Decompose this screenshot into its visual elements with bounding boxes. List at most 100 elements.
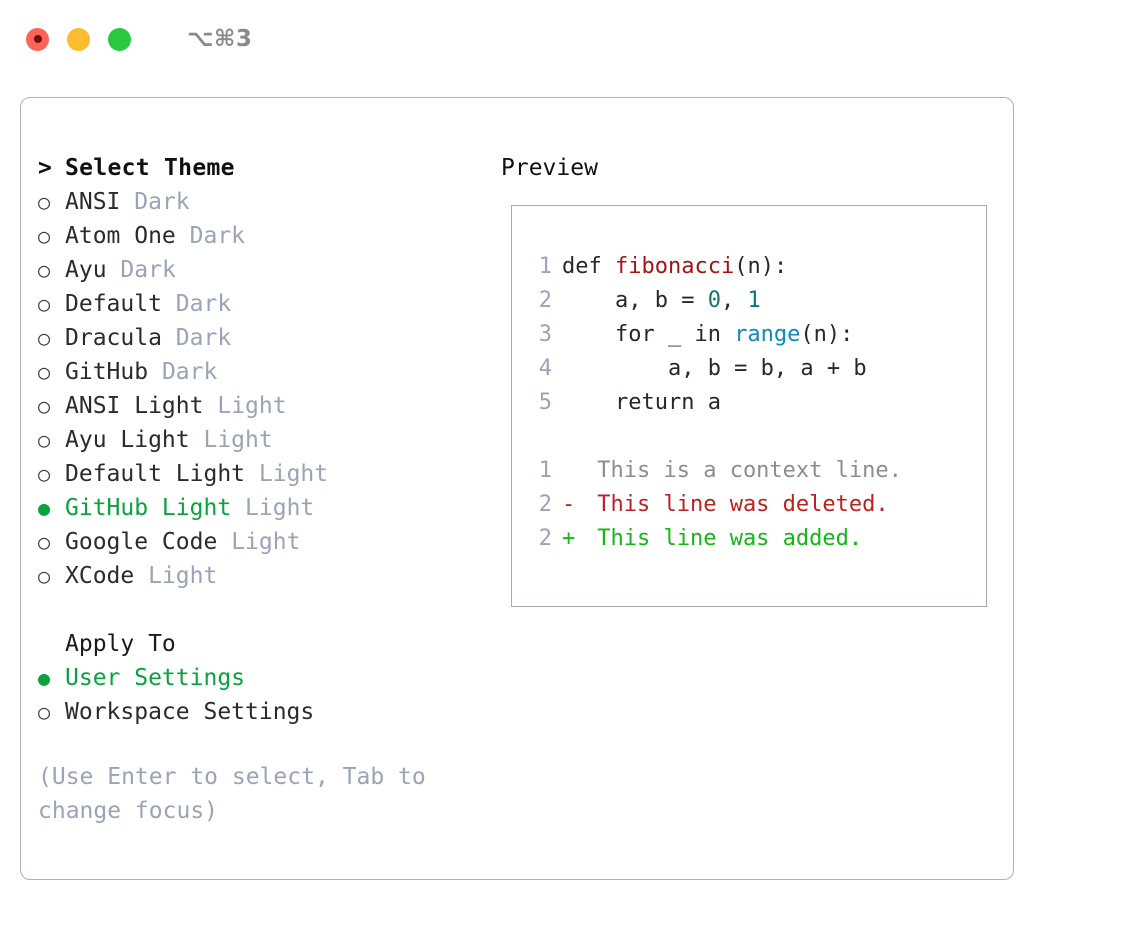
apply-to-title: Apply To [65, 631, 176, 657]
theme-gap [245, 457, 259, 491]
apply-to-indent: ○ [38, 627, 65, 661]
line-number: 1 [538, 254, 552, 279]
radio-unselected-icon[interactable]: ○ [38, 462, 51, 486]
code-diff-separator [530, 420, 978, 454]
theme-gap [203, 389, 217, 423]
list-spacer [38, 593, 488, 627]
line-number: 5 [538, 390, 552, 415]
code-token-fn: fibonacci [614, 254, 735, 279]
radio-selected-icon[interactable]: ● [38, 496, 51, 520]
theme-list-item[interactable]: ○ Ayu Dark [38, 253, 488, 287]
radio-unselected-icon[interactable]: ○ [38, 224, 51, 248]
theme-gap [148, 355, 162, 389]
code-token-plain: a, b = b, a + b [562, 356, 867, 381]
radio-unselected-icon[interactable]: ○ [38, 394, 51, 418]
code-line: 3 for _ in range(n): [530, 318, 978, 352]
window-titlebar: ⌥⌘3 [0, 0, 1140, 78]
keyboard-shortcut-label: ⌥⌘3 [187, 26, 253, 52]
preview-title: Preview [501, 155, 598, 181]
theme-gap [162, 321, 176, 355]
code-line: 2 a, b = 0, 1 [530, 284, 978, 318]
code-token-plain: (n): [734, 254, 788, 279]
apply-to-header: ○ Apply To [38, 627, 488, 661]
theme-list-item[interactable]: ○GitHub Dark [38, 355, 488, 389]
line-number: 3 [538, 322, 552, 347]
diff-line-number: 2 [538, 492, 552, 517]
maximize-button[interactable] [108, 27, 131, 51]
theme-variant-badge: Light [217, 393, 287, 419]
apply-to-option[interactable]: ● User Settings [38, 661, 488, 695]
caret-icon: > [38, 155, 52, 181]
code-token-kwfn: range [734, 322, 801, 347]
theme-list-item[interactable]: ○Ayu Light Light [38, 423, 488, 457]
main-panel: > Select Theme ○ANSI Dark○Atom One Dark○… [20, 97, 1014, 880]
diff-sign: + [562, 526, 576, 551]
radio-unselected-icon[interactable]: ○ [38, 530, 51, 554]
theme-list-item[interactable]: ○ Atom One Dark [38, 219, 488, 253]
theme-variant-badge: Dark [120, 257, 176, 283]
radio-unselected-icon[interactable]: ○ [38, 360, 51, 384]
code-line: 1 def fibonacci(n): [530, 250, 978, 284]
theme-name: ANSI [65, 189, 121, 215]
diff-sign [562, 454, 584, 488]
radio-unselected-icon[interactable]: ○ [38, 700, 51, 724]
theme-variant-badge: Dark [134, 189, 190, 215]
theme-list-item[interactable]: ○XCode Light [38, 559, 488, 593]
radio-selected-icon[interactable]: ● [38, 666, 51, 690]
radio-unselected-icon[interactable]: ○ [38, 428, 51, 452]
line-number: 2 [538, 288, 552, 313]
theme-variant-badge: Light [258, 461, 329, 487]
theme-variant-badge: Dark [189, 223, 246, 249]
radio-unselected-icon[interactable]: ○ [38, 326, 51, 350]
close-button[interactable] [26, 27, 49, 51]
theme-list-item[interactable]: ○Dracula Dark [38, 321, 488, 355]
radio-unselected-icon[interactable]: ○ [38, 190, 51, 214]
diff-line-number: 2 [538, 526, 552, 551]
theme-selector-column: > Select Theme ○ANSI Dark○Atom One Dark○… [38, 151, 488, 729]
theme-list-item[interactable]: ●GitHub Light Light [38, 491, 488, 525]
theme-list-item[interactable]: ○Default Light Light [38, 457, 488, 491]
theme-list-item[interactable]: ○ ANSI Light Light [38, 389, 488, 423]
select-theme-header: > Select Theme [38, 151, 488, 185]
code-token-plain: def [562, 254, 615, 279]
theme-variant-badge: Light [245, 495, 315, 521]
apply-to-option-label: Workspace Settings [65, 699, 315, 725]
theme-variant-badge: Light [148, 563, 218, 589]
theme-list-item[interactable]: ○ ANSI Dark [38, 185, 488, 219]
apply-to-option-label: User Settings [65, 665, 246, 691]
theme-variant-badge: Dark [161, 359, 218, 385]
apply-to-list: ● User Settings ○ Workspace Settings [38, 661, 488, 729]
theme-name: Default [65, 291, 162, 317]
theme-list-item[interactable]: ○ Default Dark [38, 287, 488, 321]
diff-line: 1 This is a context line. [530, 454, 978, 488]
code-token-plain: for _ in [562, 322, 735, 347]
theme-name: ANSI Light [65, 393, 204, 419]
theme-gap [231, 491, 245, 525]
radio-unselected-icon[interactable]: ○ [38, 292, 51, 316]
theme-list-item[interactable]: ○Google Code Light [38, 525, 488, 559]
diff-line: 2+ This line was added. [530, 522, 978, 556]
theme-gap [162, 287, 176, 321]
theme-name: Ayu [65, 257, 107, 283]
diff-line-number: 1 [538, 458, 552, 483]
theme-name: Atom One [65, 223, 176, 249]
code-token-num: 0 [707, 288, 721, 313]
theme-variant-badge: Dark [175, 291, 232, 317]
theme-list: ○ANSI Dark○Atom One Dark○Ayu Dark○Defaul… [38, 185, 488, 593]
apply-to-option[interactable]: ○ Workspace Settings [38, 695, 488, 729]
line-number: 4 [538, 356, 552, 381]
theme-gap [190, 423, 204, 457]
radio-unselected-icon[interactable]: ○ [38, 564, 51, 588]
theme-gap [176, 219, 190, 253]
code-token-plain: return a [562, 390, 721, 415]
theme-variant-badge: Light [231, 529, 301, 555]
radio-unselected-icon[interactable]: ○ [38, 258, 51, 282]
preview-column: Preview [501, 151, 1001, 185]
keyboard-hint: (Use Enter to select, Tab to change focu… [38, 764, 440, 824]
code-line: 5 return a [530, 386, 978, 420]
minimize-button[interactable] [67, 27, 90, 51]
